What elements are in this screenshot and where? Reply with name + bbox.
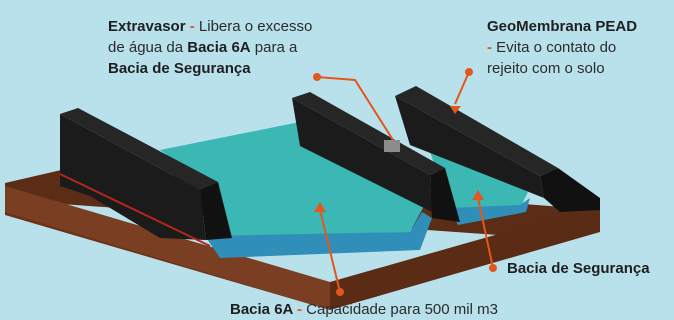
middle-dike-top	[292, 92, 445, 175]
bacia-6a-water-front	[205, 212, 432, 258]
geomembrana-text-1: Evita o contato do	[496, 39, 617, 56]
left-dike-side	[200, 182, 232, 240]
geomembrana-text-2: rejeito com o solo	[487, 60, 605, 77]
extravasor-label: Extravasor - Libera o excesso de água da…	[108, 16, 348, 79]
right-dike-right	[540, 168, 600, 212]
middle-dike-right	[430, 168, 460, 222]
bacia-6a-capacity: Capacidade para 500 mil m3	[306, 301, 498, 318]
extravasor-separator: -	[185, 18, 199, 35]
pointer-geomembrana	[450, 68, 473, 114]
left-dike-front	[60, 114, 206, 240]
bacia-seguranca-water-front	[450, 198, 530, 225]
pointer-extravasor	[313, 73, 394, 141]
extravasor-text-4: para a	[250, 39, 298, 56]
right-dike-left	[395, 96, 544, 198]
earth-right	[330, 205, 600, 310]
geomembrana-name: GeoMembrana PEAD	[487, 18, 638, 35]
bacia-6a-separator: -	[292, 301, 307, 318]
left-dike-top	[60, 108, 218, 190]
bacia-seguranca-name: Bacia de Segurança	[507, 260, 650, 277]
bacia-6a-label: Bacia 6A - Capacidade para 500 mil m3	[230, 299, 590, 320]
pointer-bacia-seguranca	[472, 190, 497, 272]
left-dike-red-edge	[59, 173, 211, 247]
pointer-bacia-6a	[314, 202, 344, 296]
geomembrana-label: GeoMembrana PEAD - Evita o contato do re…	[487, 16, 667, 79]
extravasor-device	[384, 140, 400, 152]
right-dike-top	[395, 86, 558, 176]
bacia-seguranca-label: Bacia de Segurança	[507, 258, 672, 279]
geomembrana-separator: -	[487, 39, 497, 56]
extravasor-bacia-seguranca: Bacia de Segurança	[108, 60, 251, 77]
extravasor-bacia-6a: Bacia 6A	[187, 39, 251, 56]
bacia-6a-name: Bacia 6A	[230, 301, 293, 318]
extravasor-text-1: Libera o excesso	[198, 18, 313, 35]
extravasor-text-2: de água da	[108, 39, 188, 56]
extravasor-name: Extravasor	[108, 18, 186, 35]
earth-front-main	[5, 186, 330, 310]
middle-dike-left	[292, 98, 432, 212]
